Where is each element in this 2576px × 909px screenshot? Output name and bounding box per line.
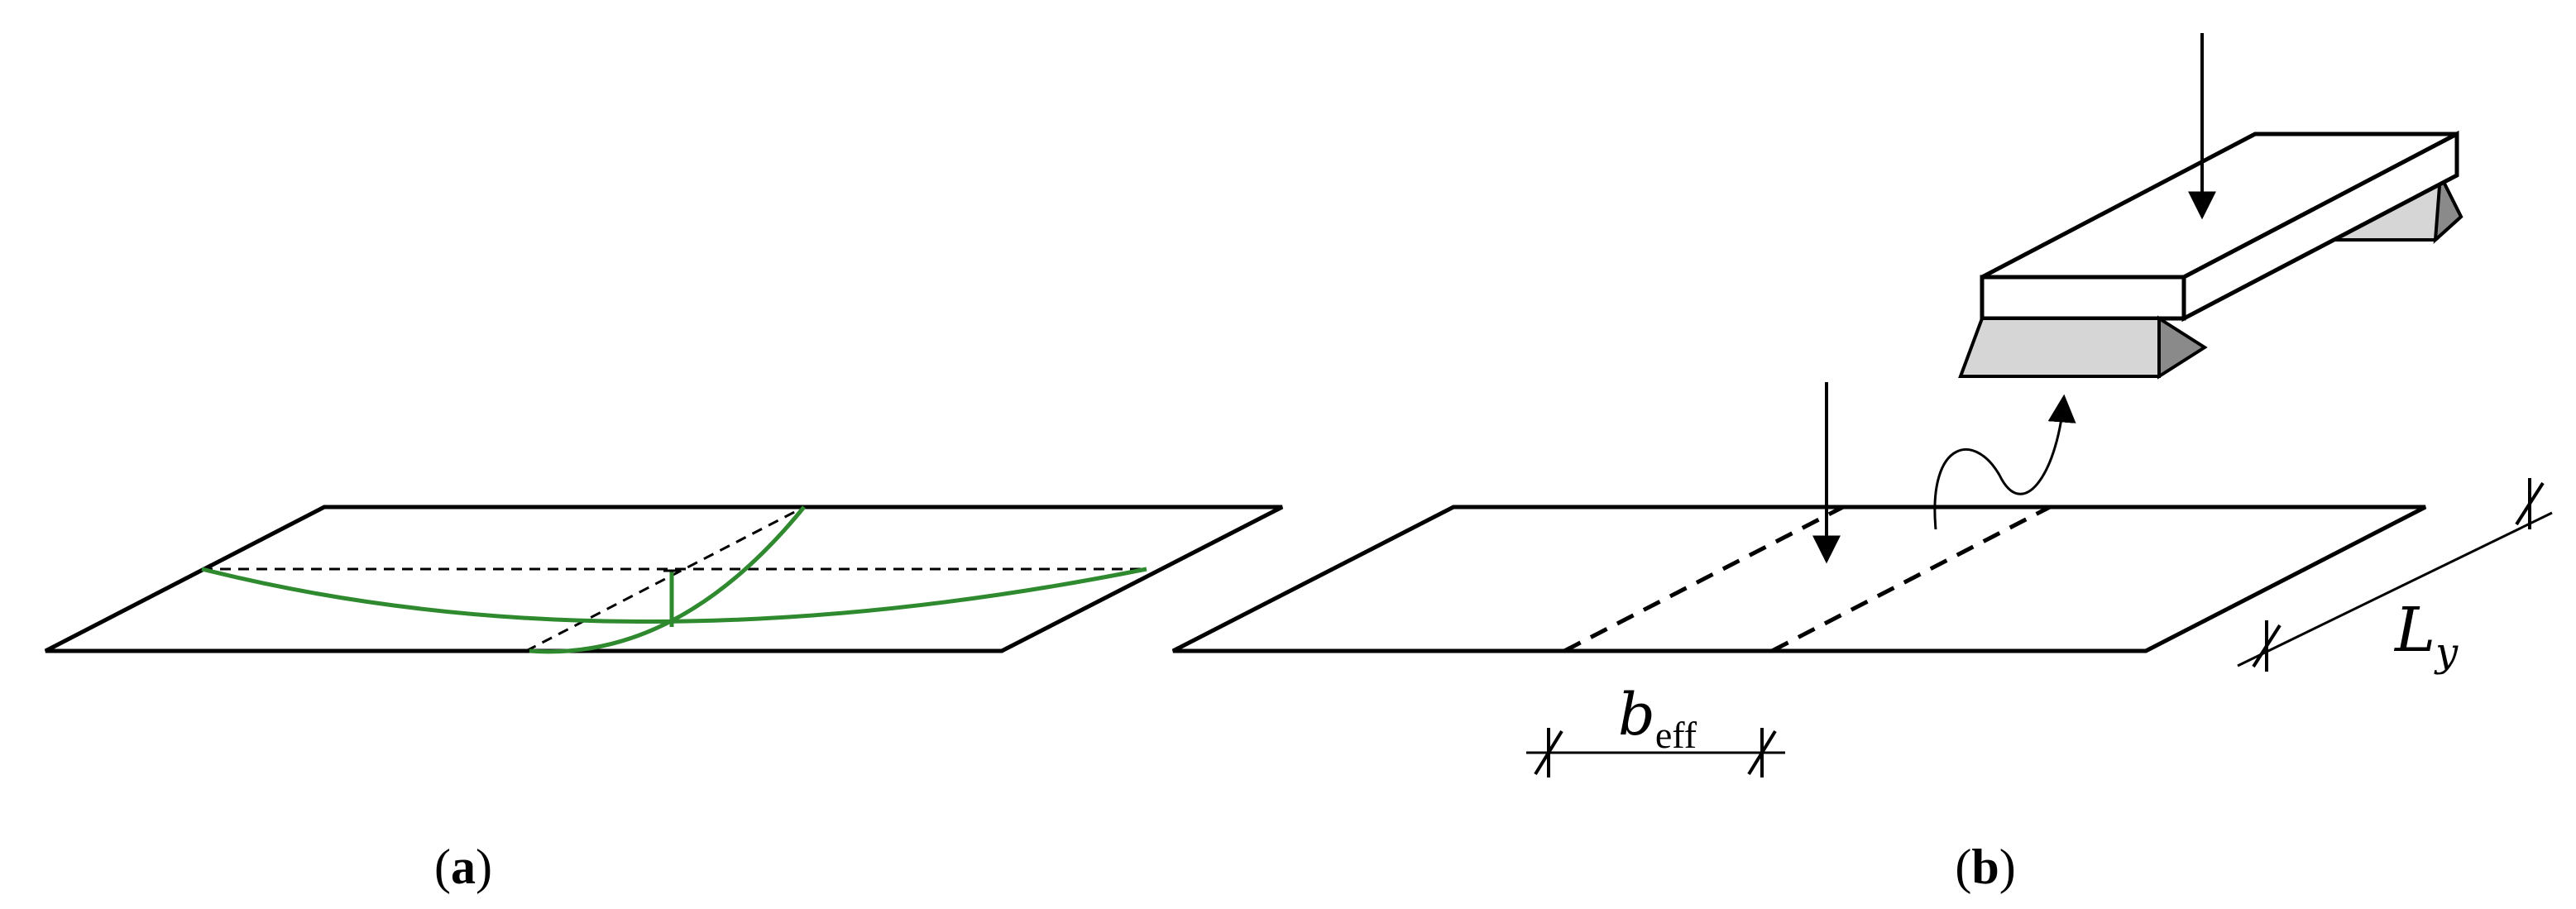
ly-dimension: Ly: [2237, 478, 2553, 676]
panel-a-close-paren: ): [476, 840, 492, 894]
beam-model: [1958, 33, 2463, 380]
panel-b-letter: b: [1971, 840, 1999, 894]
ly-dimension-line: [2237, 511, 2553, 667]
transverse-deflection-curve: [529, 505, 806, 654]
panel-a-open-paren: (: [434, 840, 451, 894]
ly-symbol: L: [2393, 595, 2435, 666]
panel-b-close-paren: ): [1999, 840, 2016, 894]
longitudinal-deflection-curve: [201, 567, 1147, 624]
beff-symbol: b: [1618, 681, 1655, 749]
ly-subscript: y: [2434, 629, 2459, 676]
beff-slash-left: [1534, 730, 1563, 776]
dashed-transverse-line: [525, 505, 805, 653]
panel-b-label: (b): [1955, 840, 2015, 894]
back-support-end: [2433, 169, 2463, 244]
beff-label: beff: [1618, 681, 1697, 756]
panel-a-label: (a): [434, 840, 492, 894]
beam-front-face: [1980, 275, 2186, 321]
ly-slash-top: [2515, 481, 2545, 526]
ly-slash-bottom: [2252, 624, 2282, 668]
beff-dimension: beff: [1526, 681, 1785, 777]
front-support-wedge: [1958, 317, 2161, 378]
beff-subscript: eff: [1655, 714, 1697, 756]
effective-width-boundary-right: [1770, 505, 2052, 653]
panel-b: beff Ly: [1171, 33, 2553, 894]
panel-b-open-paren: (: [1955, 840, 1971, 894]
panel-a: (a): [44, 505, 1284, 894]
ly-label: Ly: [2393, 595, 2459, 676]
front-support-end: [2157, 315, 2208, 380]
leader-curve-arrow: [1933, 394, 2076, 530]
slab-plate-a: [44, 505, 1284, 653]
beff-slash-right: [1747, 730, 1777, 776]
panel-a-letter: a: [451, 840, 476, 894]
slab-plate-b: [1171, 505, 2427, 653]
effective-width-boundary-left: [1563, 505, 1845, 653]
